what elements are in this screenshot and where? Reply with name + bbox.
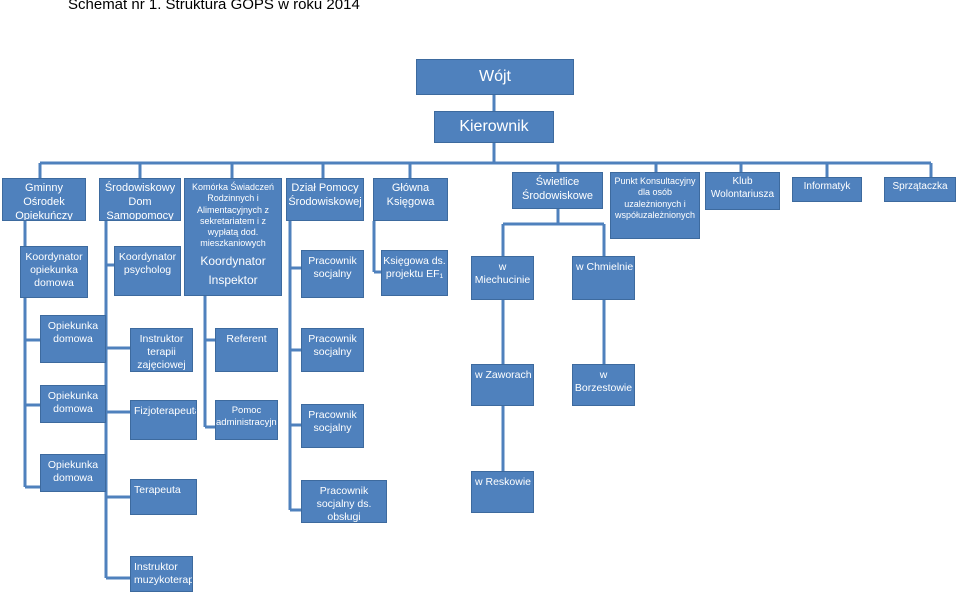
wojt-box: Wójt [416, 59, 574, 95]
opiekunka-domowa-box: Opiekunka domowa [40, 315, 106, 363]
inspektor-label: Inspektor [208, 272, 258, 287]
pracownik-socjalny-gzi-gkrpa-box: Pracownik socjalny ds. obsługi GZI/GKRPA [301, 480, 387, 523]
swietlica-zawory-box: w Zaworach [471, 364, 534, 406]
klub-wolontariusza-box: Klub Wolontariusza [705, 172, 780, 210]
swietlica-miechucino-box: w Miechucinie [471, 256, 534, 300]
instruktor-terapii-zajeciowej-box: Instruktor terapii zajęciowej [130, 328, 193, 372]
punkt-konsultacyjny-box: Punkt Konsultacyjny dla osób uzależniony… [610, 172, 700, 239]
instruktor-muzykoterapii-box: Instruktor muzykoterapii [130, 556, 193, 592]
informatyk-box: Informatyk [792, 177, 862, 202]
pracownik-socjalny-box: Pracownik socjalny [301, 328, 364, 372]
fizjoterapeuta-box: Fizjoterapeuta [130, 400, 197, 440]
koordynator-label: Koordynator [200, 253, 266, 268]
diagram-title: Schemat nr 1. Struktura GOPS w roku 2014 [68, 0, 360, 13]
opiekunka-domowa-box: Opiekunka domowa [40, 385, 106, 423]
referent-box: Referent [215, 328, 278, 372]
swietlica-borzestowo-box: w Borzestowie [572, 364, 635, 406]
pracownik-socjalny-box: Pracownik socjalny [301, 404, 364, 448]
ksiegowa-projektu-box: Księgowa ds. projektu EF₁ [381, 250, 448, 296]
dzial-pomocy-srodowiskowej-box: Dział Pomocy Środowiskowej [286, 178, 364, 221]
koordynator-psycholog-box: Koordynator psycholog [114, 246, 181, 296]
glowna-ksiegowa-box: Główna Księgowa [373, 178, 448, 221]
sprzataczka-box: Sprzątaczka [884, 177, 956, 202]
gminny-osrodek-opiekunczy-box: Gminny Ośrodek Opiekuńczy [2, 178, 86, 221]
pracownik-socjalny-box: Pracownik socjalny [301, 250, 364, 298]
swietlica-chmielno-box: w Chmielnie [572, 256, 635, 300]
opiekunka-domowa-box: Opiekunka domowa [40, 454, 106, 492]
swietlica-reskowo-box: w Reskowie [471, 471, 534, 513]
swietlice-srodowiskowe-box: Świetlice Środowiskowe [512, 172, 603, 209]
pomoc-administracyjna-box: Pomoc administracyjna [215, 400, 278, 440]
terapeuta-box: Terapeuta [130, 479, 197, 515]
srodowiskowy-dom-samopomocy-box: Środowiskowy Dom Samopomocy [99, 178, 181, 221]
koordynator-opiekunka-box: Koordynator opiekunka domowa [20, 246, 88, 298]
komorka-swiadczen-label: Komórka Świadczeń Rodzinnych i Alimentac… [191, 182, 275, 249]
komorka-swiadczen-rodzinnych-box: Komórka Świadczeń Rodzinnych i Alimentac… [184, 178, 282, 296]
kierownik-box: Kierownik [434, 111, 554, 143]
